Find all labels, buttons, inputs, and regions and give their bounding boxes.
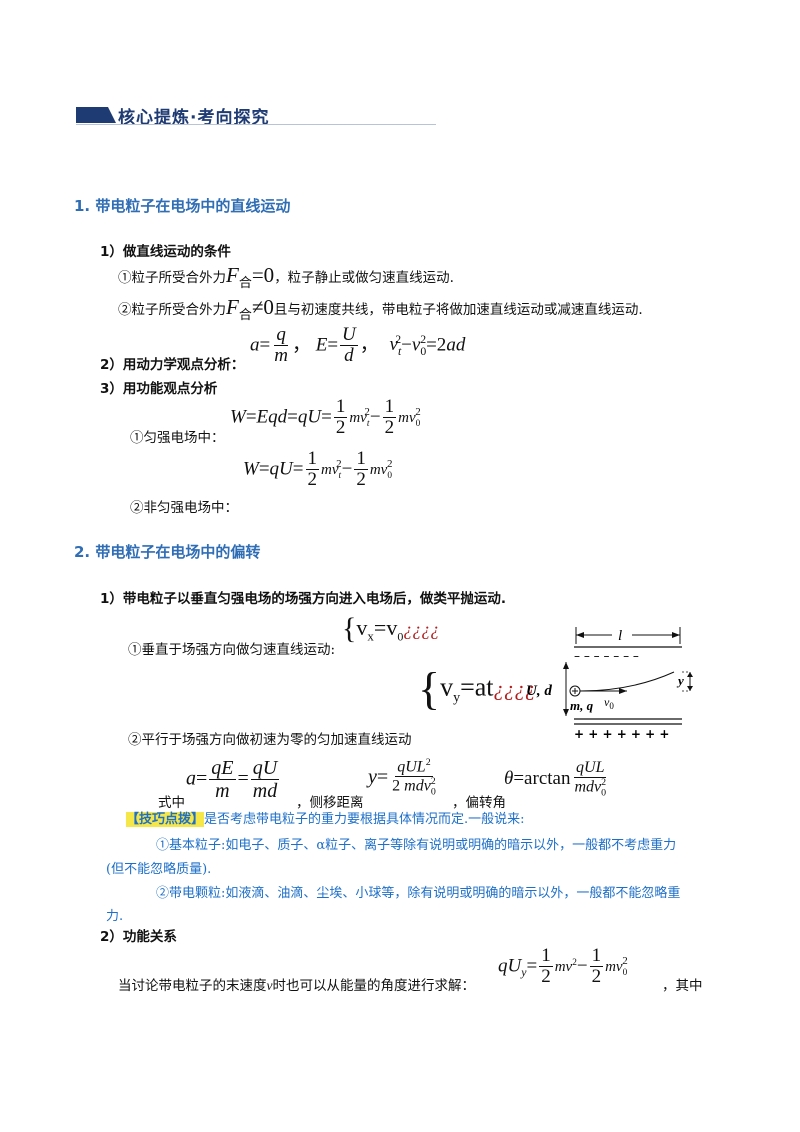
energy-text-mid: 时也可以从能量的角度进行求解： [272, 978, 476, 994]
condition-1-prefix: ①粒子所受合外力 [118, 270, 226, 286]
section2-title: 2. 带电粒子在电场中的偏转 [74, 543, 261, 561]
vy-formula: {vy=at¿¿¿¿ [418, 663, 536, 714]
section2-sub1-title: 1）带电粒子以垂直匀强电场的场强方向进入电场后，做类平抛运动. [100, 591, 507, 607]
formula-prefix-shizhong: 式中 [158, 795, 185, 811]
garbled-glyphs-1: ¿¿¿¿ [403, 619, 440, 639]
diagram-mq-label: m, q [570, 698, 594, 713]
tip-intro: 是否考虑带电粒子的重力要根据具体情况而定.一般说来: [204, 812, 525, 827]
diagram-ud-label: U, d [526, 683, 552, 699]
condition-line-2: ②粒子所受合外力F合≠0且与初速度共线，带电粒子将做加速直线运动或减速直线运动. [118, 295, 643, 323]
nonuniform-field-label: ②非匀强电场中： [130, 500, 238, 516]
diagram-l-label: l [618, 628, 622, 644]
condition-2-math: F合≠0 [226, 295, 274, 324]
condition-2-prefix: ②粒子所受合外力 [118, 302, 226, 318]
diagram-y-label: y [676, 673, 684, 688]
parallel-motion-text: ②平行于场强方向做初速为零的匀加速直线运动 [128, 732, 412, 748]
deflection-diagram: l – – – – – – – + + + + + + + U, d y m, … [526, 627, 693, 741]
header-bar [76, 107, 116, 123]
section1-sub3-title: 3）用功能观点分析 [100, 381, 218, 397]
diagram-minus-row: – – – – – – – [574, 649, 639, 663]
condition-line-1: ①粒子所受合外力F合=0，粒子静止或做匀速直线运动. [118, 263, 454, 291]
section1-sub1-title: 1）做直线运动的条件 [100, 244, 231, 260]
header-title: 核心提炼·考向探究 [118, 108, 270, 128]
energy-text-line: 当讨论带电粒子的末速度v时也可以从能量的角度进行求解： [118, 974, 475, 994]
diagram-plus-row: + + + + + + + [574, 727, 669, 741]
uniform-field-label: ①匀强电场中： [130, 430, 225, 446]
energy-text-var: v [266, 978, 273, 993]
tip-item-2a: ②带电颗粒:如液滴、油滴、尘埃、小球等，除有说明或明确的暗示以外，一般都不能忽略… [156, 886, 681, 901]
condition-2-suffix: 且与初速度共线，带电粒子将做加速直线运动或减速直线运动. [273, 302, 643, 318]
energy-text-prefix: 当讨论带电粒子的末速度 [118, 978, 267, 994]
tip-item-1a: ①基本粒子:如电子、质子、α粒子、离子等除有说明或明确的暗示以外，一般都不考虑重… [156, 838, 677, 853]
tip-intro-line: 【技巧点拨】是否考虑带电粒子的重力要根据具体情况而定.一般说来: [126, 808, 525, 827]
section2-sub2-title: 2）功能关系 [100, 929, 177, 945]
formula-mid-label: ，侧移距离 [296, 795, 364, 811]
formula-suffix-label: ，偏转角 [452, 795, 506, 811]
tip-item-2b: 力. [106, 909, 124, 924]
energy-text-suffix: ，其中 [662, 978, 703, 994]
garbled-glyphs-2: ¿¿¿¿ [493, 676, 536, 701]
header-underline [76, 124, 436, 125]
tip-item-1b: (但不能忽略质量). [106, 862, 212, 877]
section1-title: 1. 带电粒子在电场中的直线运动 [74, 197, 291, 215]
vx-formula: {vx=v0¿¿¿¿ [342, 612, 440, 645]
vy-symbol: v [440, 672, 454, 702]
diagram-v0-label: v0 [604, 695, 614, 711]
tip-label: 【技巧点拨】 [126, 812, 205, 827]
perpendicular-motion-text: ①垂直于场强方向做匀速直线运动: [128, 642, 336, 658]
vx-symbol: v [356, 615, 368, 640]
section1-sub2-title: 2）用动力学观点分析： [100, 357, 245, 373]
condition-1-math: F合=0 [226, 263, 275, 292]
condition-1-suffix: ，粒子静止或做匀速直线运动. [274, 270, 454, 286]
